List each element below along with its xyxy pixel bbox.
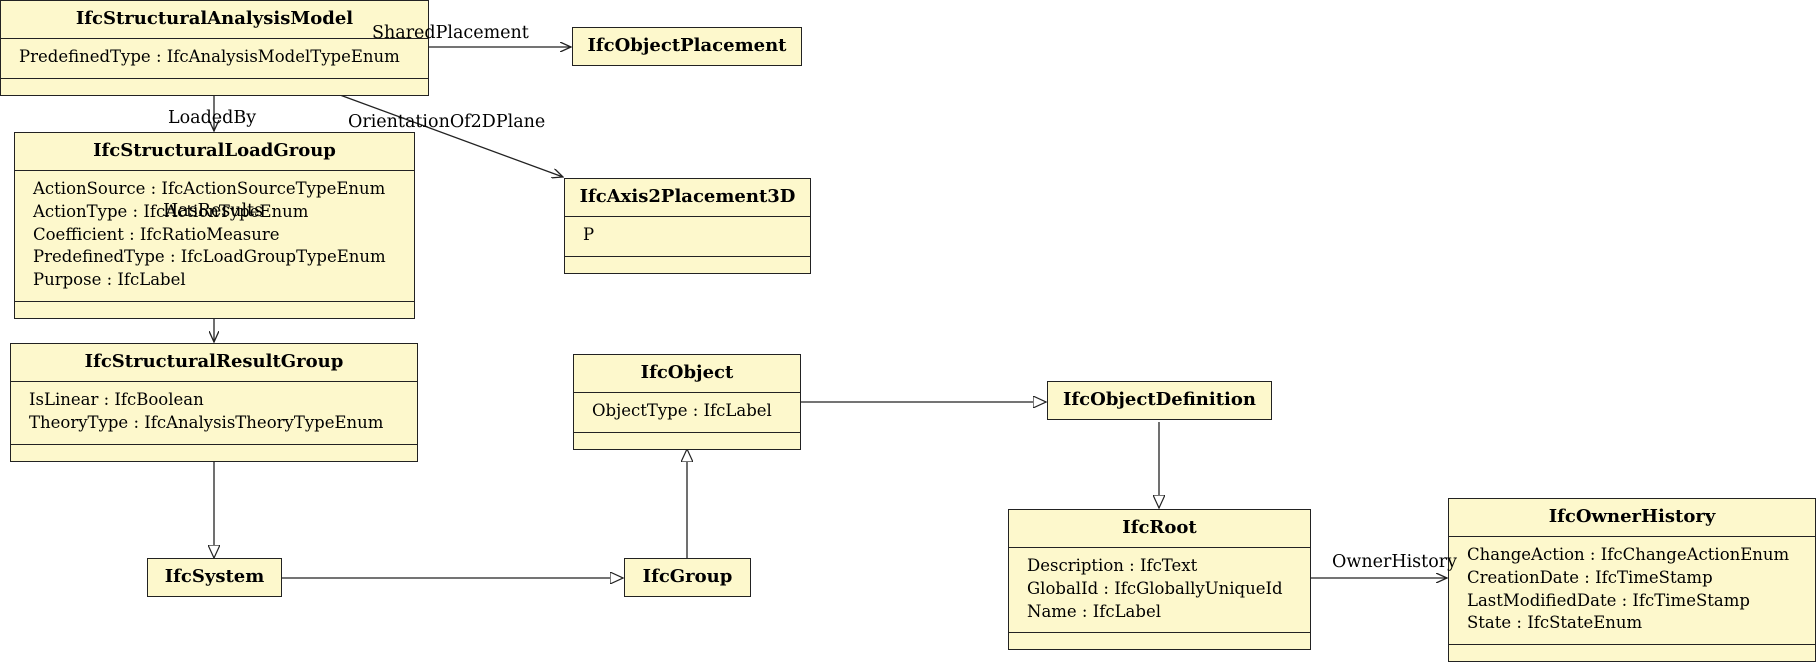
- attribute: Name : IfcLabel: [1027, 601, 1161, 621]
- class-attributes: ChangeAction : IfcChangeActionEnum Creat…: [1449, 536, 1815, 644]
- class-operations: [1009, 632, 1310, 649]
- attribute: ActionType : IfcActionTypeEnum: [33, 201, 309, 221]
- class-ifc-object-placement[interactable]: IfcObjectPlacement: [572, 27, 802, 66]
- class-attributes: ActionSource : IfcActionSourceTypeEnum A…: [15, 170, 414, 301]
- class-name: IfcSystem: [164, 566, 265, 587]
- attribute: CreationDate : IfcTimeStamp: [1467, 567, 1713, 587]
- class-operations: [11, 443, 417, 461]
- class-attributes: P: [565, 216, 810, 256]
- label-has-results: HasResults: [163, 201, 264, 221]
- class-operations: [15, 300, 414, 318]
- attribute: State : IfcStateEnum: [1467, 613, 1643, 633]
- class-name: IfcStructuralLoadGroup: [93, 140, 336, 161]
- class-name: IfcStructuralAnalysisModel: [75, 8, 354, 29]
- attribute: PredefinedType : IfcAnalysisModelTypeEnu…: [19, 47, 400, 66]
- label-orientation-of-2d-plane: OrientationOf2DPlane: [348, 112, 546, 132]
- class-ifc-axis2-placement-3d[interactable]: IfcAxis2Placement3D P: [564, 178, 811, 274]
- attribute: ActionSource : IfcActionSourceTypeEnum: [33, 179, 386, 198]
- attribute: TheoryType : IfcAnalysisTheoryTypeEnum: [29, 412, 384, 432]
- class-ifc-structural-load-group[interactable]: IfcStructuralLoadGroup ActionSource : If…: [14, 132, 415, 319]
- attribute: GlobalId : IfcGloballyUniqueId: [1027, 578, 1283, 598]
- class-ifc-object-definition[interactable]: IfcObjectDefinition: [1047, 381, 1272, 420]
- class-ifc-owner-history[interactable]: IfcOwnerHistory ChangeAction : IfcChange…: [1448, 498, 1816, 662]
- attribute: ChangeAction : IfcChangeActionEnum: [1467, 545, 1790, 564]
- class-name: IfcStructuralResultGroup: [84, 351, 344, 372]
- attribute: P: [583, 225, 595, 244]
- class-name: IfcRoot: [1122, 517, 1197, 538]
- class-attributes: IsLinear : IfcBoolean TheoryType : IfcAn…: [11, 381, 417, 444]
- attribute: LastModifiedDate : IfcTimeStamp: [1467, 590, 1750, 610]
- class-ifc-structural-analysis-model[interactable]: IfcStructuralAnalysisModel PredefinedTyp…: [0, 0, 429, 96]
- class-ifc-group[interactable]: IfcGroup: [624, 558, 751, 597]
- label-owner-history: OwnerHistory: [1332, 552, 1457, 572]
- attribute: PredefinedType : IfcLoadGroupTypeEnum: [33, 247, 386, 267]
- attribute: Description : IfcText: [1027, 556, 1198, 575]
- class-name: IfcGroup: [642, 566, 733, 587]
- class-name: IfcOwnerHistory: [1548, 506, 1716, 527]
- label-loaded-by: LoadedBy: [168, 108, 257, 128]
- attribute: Coefficient : IfcRatioMeasure: [33, 224, 280, 244]
- class-operations: [565, 255, 810, 273]
- class-name: IfcObjectPlacement: [587, 35, 787, 56]
- class-ifc-structural-result-group[interactable]: IfcStructuralResultGroup IsLinear : IfcB…: [10, 343, 418, 462]
- class-ifc-system[interactable]: IfcSystem: [147, 558, 282, 597]
- class-attributes: Description : IfcText GlobalId : IfcGlob…: [1009, 547, 1310, 632]
- attribute: IsLinear : IfcBoolean: [29, 390, 204, 409]
- class-attributes: PredefinedType : IfcAnalysisModelTypeEnu…: [1, 38, 428, 78]
- class-name: IfcAxis2Placement3D: [579, 186, 796, 207]
- label-shared-placement: SharedPlacement: [372, 23, 529, 43]
- class-ifc-root[interactable]: IfcRoot Description : IfcText GlobalId :…: [1008, 509, 1311, 651]
- class-operations: [1, 77, 428, 95]
- class-name: IfcObject: [640, 362, 734, 383]
- attribute: ObjectType : IfcLabel: [592, 401, 772, 420]
- class-attributes: ObjectType : IfcLabel: [574, 392, 800, 432]
- class-operations: [1449, 644, 1815, 661]
- class-ifc-object[interactable]: IfcObject ObjectType : IfcLabel: [573, 354, 801, 450]
- class-name: IfcObjectDefinition: [1063, 389, 1256, 410]
- attribute: Purpose : IfcLabel: [33, 270, 186, 290]
- class-operations: [574, 431, 800, 449]
